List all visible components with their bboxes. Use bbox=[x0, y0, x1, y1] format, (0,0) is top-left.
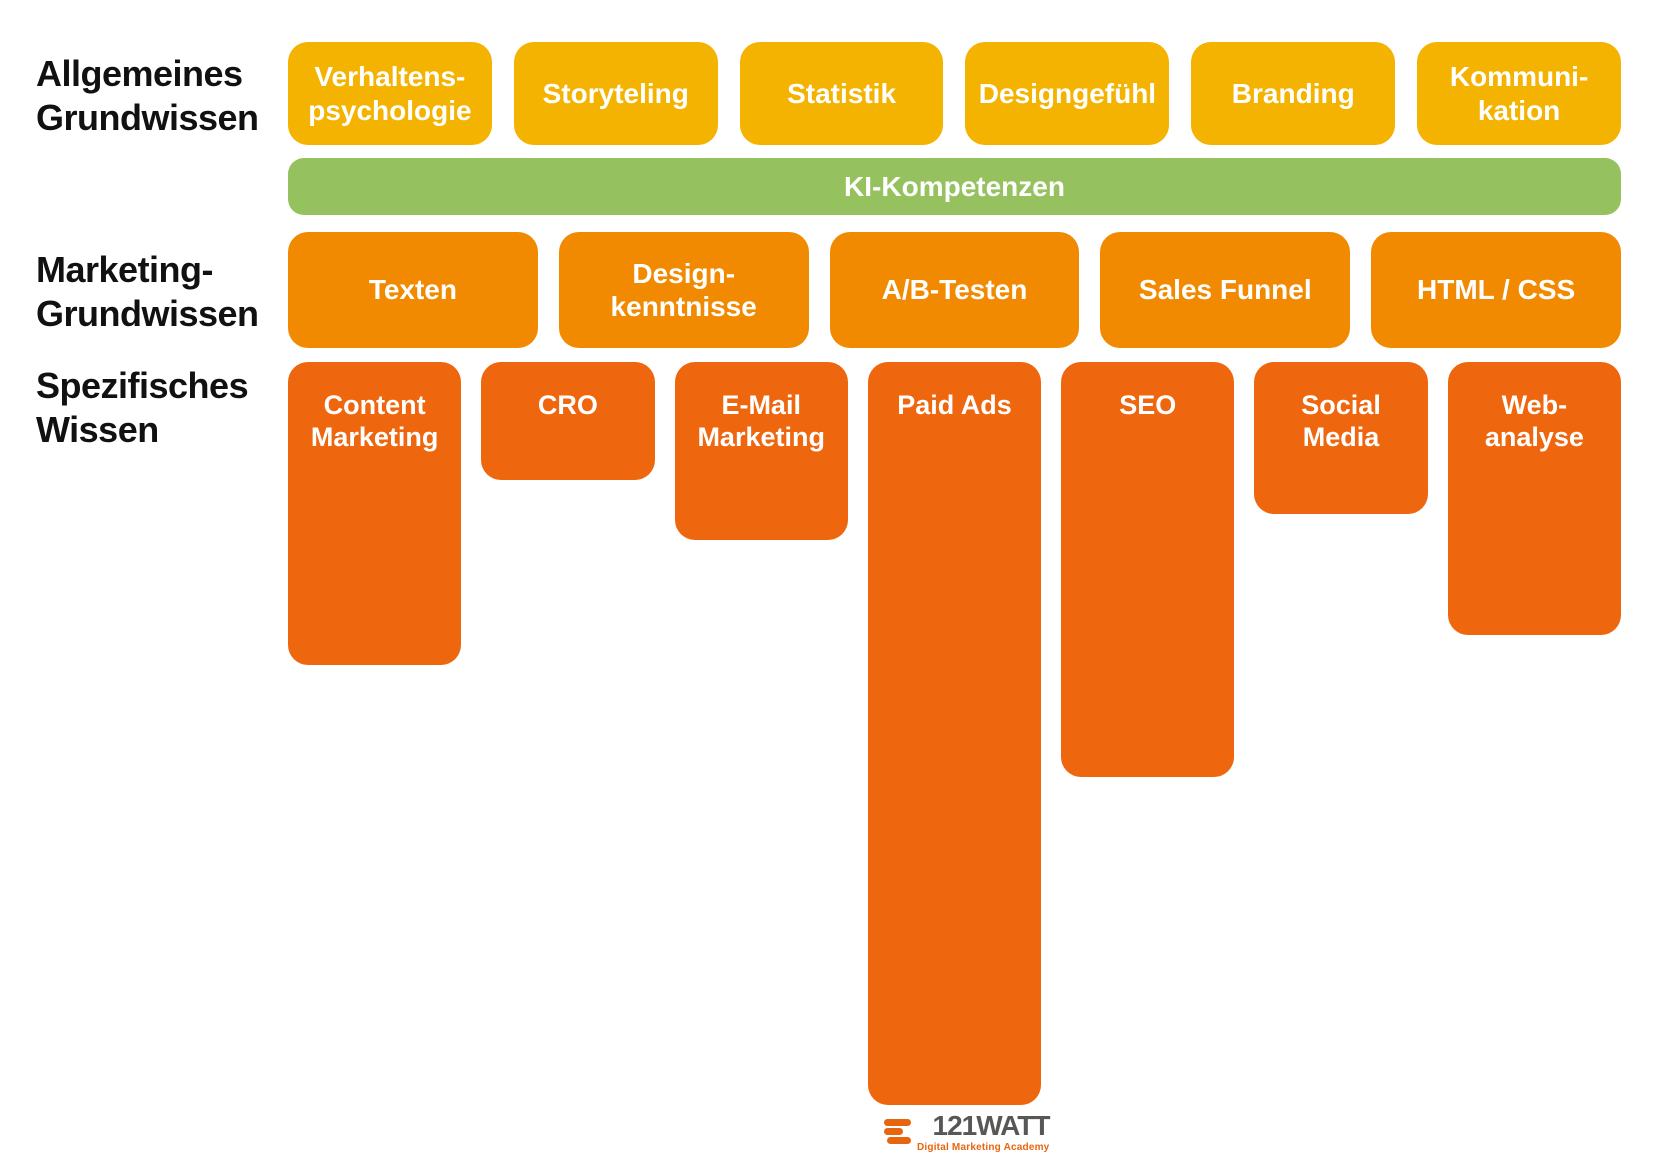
box-html-css: HTML / CSS bbox=[1371, 232, 1621, 348]
box-storyteling: Storyteling bbox=[513, 42, 718, 145]
box-branding: Branding bbox=[1191, 42, 1396, 145]
box-webanalyse: Web- analyse bbox=[1447, 362, 1621, 635]
box-content-marketing: Content Marketing bbox=[288, 362, 462, 665]
box-designkenntnisse: Design- kenntnisse bbox=[558, 232, 809, 348]
row-spezifisches-wissen: Content Marketing CRO E-Mail Marketing P… bbox=[288, 362, 1621, 1105]
box-social-media: Social Media bbox=[1254, 362, 1428, 514]
row-label-marketing-grundwissen: Marketing- Grundwissen bbox=[36, 249, 259, 334]
logo-tagline-text: Digital Marketing Academy bbox=[917, 1142, 1050, 1153]
logo-121watt: 121WATT Digital Marketing Academy bbox=[884, 1110, 1051, 1153]
row-allgemeines-grundwissen: Verhaltens- psychologie Storyteling Stat… bbox=[288, 42, 1621, 145]
box-ab-testen: A/B-Testen bbox=[829, 232, 1080, 348]
box-kommunikation: Kommuni- kation bbox=[1417, 42, 1621, 145]
box-email-marketing: E-Mail Marketing bbox=[674, 362, 848, 540]
box-cro: CRO bbox=[481, 362, 655, 480]
box-sales-funnel: Sales Funnel bbox=[1100, 232, 1351, 348]
box-paid-ads: Paid Ads bbox=[867, 362, 1042, 1105]
box-designgefuehl: Designgefühl bbox=[965, 42, 1170, 145]
box-texten: Texten bbox=[288, 232, 538, 348]
logo-brand-text: 121WATT bbox=[932, 1110, 1051, 1141]
box-verhaltenspsychologie: Verhaltens- psychologie bbox=[288, 42, 492, 145]
row-label-spezifisches-wissen: Spezifisches Wissen bbox=[36, 365, 249, 450]
row-label-allgemeines-grundwissen: Allgemeines Grundwissen bbox=[36, 53, 259, 138]
bar-ki-kompetenzen: KI-Kompetenzen bbox=[288, 158, 1621, 215]
row-marketing-grundwissen: Texten Design- kenntnisse A/B-Testen Sal… bbox=[288, 232, 1621, 348]
box-statistik: Statistik bbox=[739, 42, 944, 145]
box-seo: SEO bbox=[1061, 362, 1235, 777]
logo-bars-icon bbox=[884, 1119, 911, 1146]
